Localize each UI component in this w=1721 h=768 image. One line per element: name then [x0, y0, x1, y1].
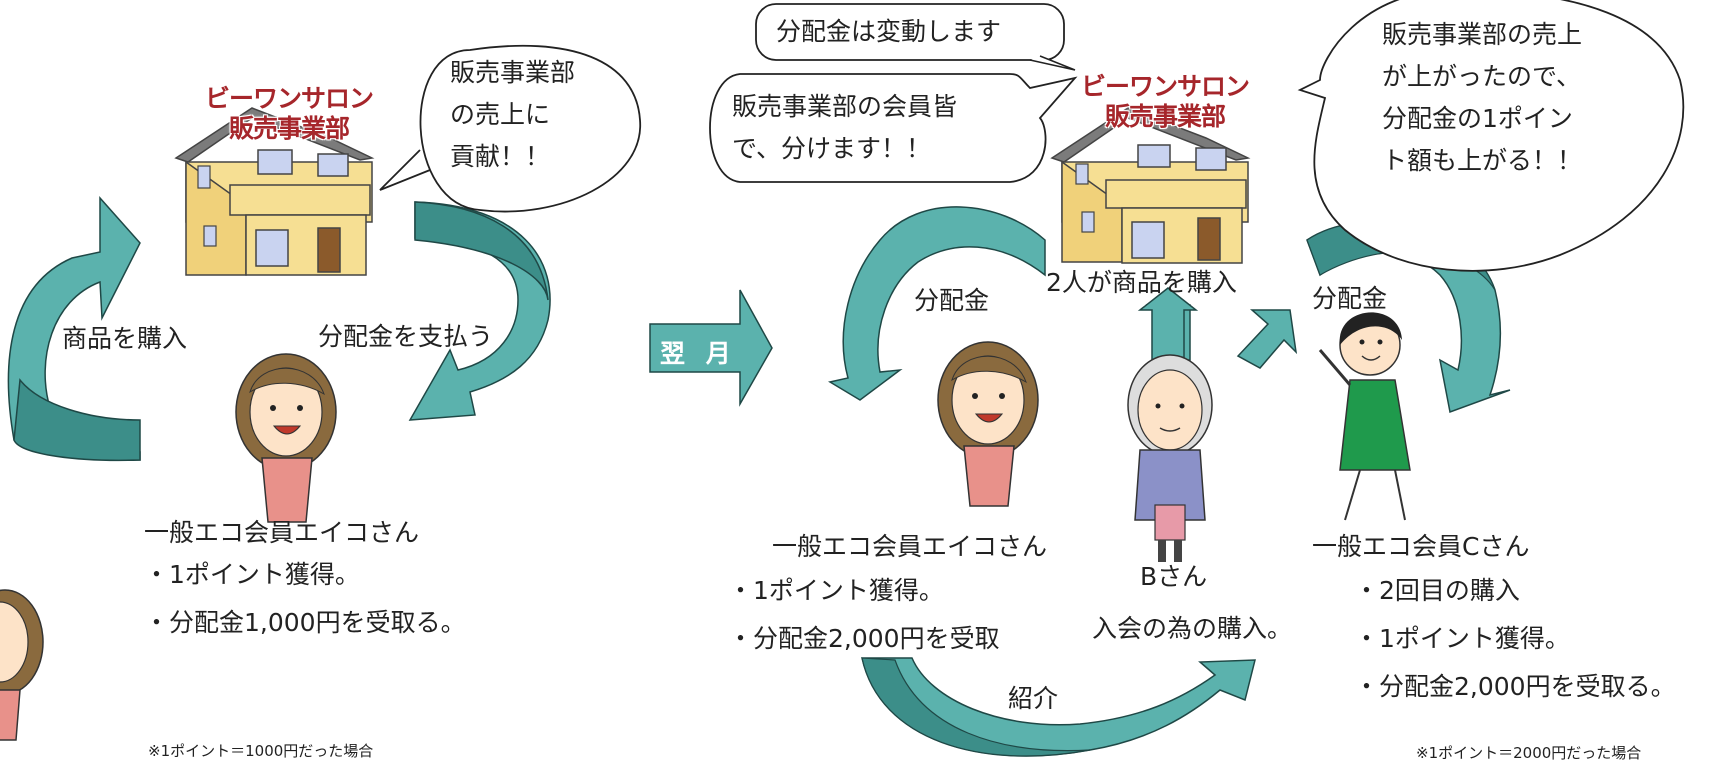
- label-introduction: 紹介: [1008, 684, 1059, 713]
- label-buy-product: 商品を購入: [62, 324, 188, 353]
- right-sign-line1: ビーワンサロン: [1080, 72, 1250, 101]
- member-c-bullet: ・1ポイント獲得。: [1354, 624, 1570, 653]
- label-distribution-left: 分配金: [914, 286, 990, 315]
- left-bubble-line: の売上に: [450, 100, 551, 129]
- bubble-right-line: 分配金の1ポイン: [1382, 104, 1573, 133]
- right-house: [1050, 107, 1251, 264]
- label-two-buy: 2人が商品を購入: [1046, 268, 1237, 297]
- left-member-bullet: ・1ポイント獲得。: [144, 560, 360, 589]
- right-arrow-distribution-left: [828, 206, 1046, 401]
- bubble-varies-text: 分配金は変動します: [776, 17, 1002, 46]
- left-footnote: ※1ポイント＝1000円だった場合: [148, 742, 374, 760]
- left-house: [174, 107, 375, 276]
- next-month-label: 翌 月: [660, 339, 737, 368]
- bubble-varies-frame: [755, 3, 1065, 61]
- member-a-bullet: ・分配金2,000円を受取: [728, 624, 1000, 653]
- left-bubble-line: 販売事業部: [450, 58, 576, 87]
- next-month-arrow: [649, 289, 773, 407]
- person-c-figure: [1318, 312, 1411, 521]
- left-house-sign: ビーワンサロン 販売事業部: [204, 84, 374, 144]
- member-c-bullet: ・2回目の購入: [1354, 576, 1520, 605]
- person-b-figure: [1127, 354, 1213, 562]
- left-woman-figure: [235, 353, 337, 523]
- bubble-right-frame: [1297, 0, 1685, 272]
- left-sign-line1: ビーワンサロン: [204, 84, 374, 113]
- right-sign-line2: 販売事業部: [1104, 102, 1226, 131]
- member-a-name: 一般エコ会員エイコさん: [772, 532, 1048, 561]
- label-distribution-right: 分配金: [1312, 284, 1388, 313]
- left-cycle-arrow-down: [408, 201, 551, 421]
- bubble-share-frame: [709, 73, 1078, 183]
- bubble-share-text: 販売事業部の会員皆 で、分けます！！: [732, 86, 957, 170]
- right-woman-a-figure: [937, 341, 1039, 507]
- introduction-arrow: [861, 657, 1256, 757]
- member-b-note: 入会の為の購入。: [1092, 614, 1293, 643]
- member-a-bullet: ・1ポイント獲得。: [728, 576, 944, 605]
- left-bubble-text: 販売事業部 の売上に 貢献！！: [450, 52, 575, 178]
- left-member-bullet: ・分配金1,000円を受取る。: [144, 608, 466, 637]
- diagonal-arrow-c: [1236, 309, 1298, 369]
- member-b-name: Bさん: [1140, 562, 1208, 591]
- right-house-sign: ビーワンサロン 販売事業部: [1080, 72, 1250, 132]
- member-c-bullet: ・分配金2,000円を受取る。: [1354, 672, 1676, 701]
- bubble-right-line: ト額も上がる！！: [1382, 146, 1583, 175]
- left-sign-line2: 販売事業部: [228, 114, 350, 143]
- bubble-right-line: が上がったので、: [1382, 62, 1582, 91]
- bubble-right-text: 販売事業部の売上 が上がったので、 分配金の1ポイン ト額も上がる！！: [1382, 14, 1582, 182]
- bubble-share-line: 販売事業部の会員皆: [732, 92, 958, 121]
- up-arrow-purchase-head: [1137, 287, 1199, 361]
- left-speech-bubble: [379, 44, 641, 213]
- left-bubble-line: 貢献！！: [450, 142, 551, 171]
- member-c-name: 一般エコ会員Cさん: [1312, 532, 1530, 561]
- label-pay-distribution: 分配金を支払う: [318, 322, 494, 351]
- left-member-name: 一般エコ会員エイコさん: [144, 518, 420, 547]
- left-cycle-arrow-up: [7, 196, 141, 462]
- right-footnote: ※1ポイント＝2000円だった場合: [1416, 744, 1642, 762]
- bubble-right-line: 販売事業部の売上: [1382, 20, 1583, 49]
- bubble-share-line: で、分けます！！: [732, 134, 932, 163]
- edge-woman-figure: [0, 589, 44, 741]
